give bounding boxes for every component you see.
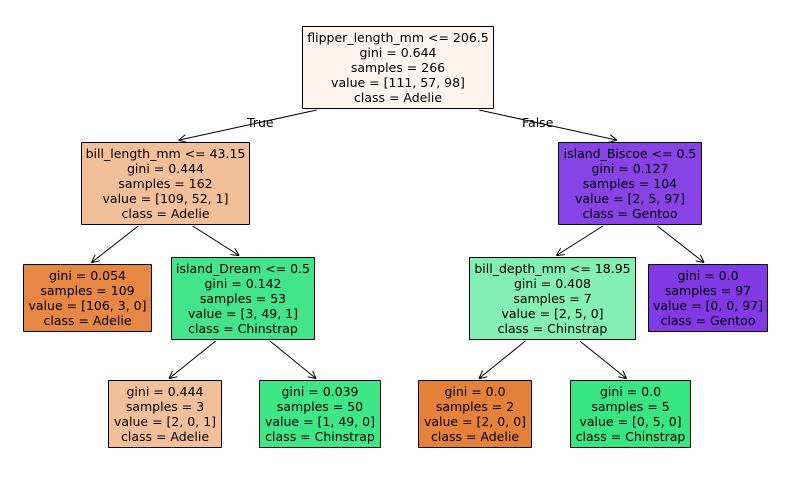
node-text-line: samples = 97 <box>664 283 752 298</box>
node-text-line: value = [109, 52, 1] <box>102 191 229 206</box>
node-text-line: value = [1, 49, 0] <box>264 414 376 429</box>
node-text-line: value = [3, 49, 1] <box>187 306 299 321</box>
node-text-line: bill_length_mm <= 43.15 <box>85 146 246 161</box>
node-text-line: value = [2, 5, 0] <box>501 306 604 321</box>
node-text-line: gini = 0.0 <box>599 384 662 399</box>
node-text-line: gini = 0.644 <box>359 45 437 60</box>
node-text-line: class = Chinstrap <box>188 321 298 336</box>
node-text-line: value = [0, 0, 97] <box>652 298 764 313</box>
edge-arrow-n2-n6 <box>656 225 703 262</box>
edge-arrow-n0-n2 <box>479 109 616 140</box>
node-text-line: gini = 0.408 <box>513 276 591 291</box>
node-text-line: class = Chinstrap <box>575 429 686 444</box>
node-text-line: value = [111, 57, 98] <box>331 75 465 90</box>
node-text-line: gini = 0.127 <box>591 161 669 176</box>
node-text-line: value = [2, 0, 0] <box>423 414 527 429</box>
node-text-line: samples = 5 <box>591 399 670 414</box>
node-text-line: class = Gentoo <box>660 313 756 328</box>
edge-label-false: False <box>522 115 554 130</box>
node-text-line: bill_depth_mm <= 18.95 <box>474 261 631 276</box>
edge-arrow-n1-n4 <box>192 225 239 255</box>
node-text-line: samples = 162 <box>118 176 213 191</box>
node-text-line: class = Adelie <box>121 206 210 221</box>
node-text-line: class = Gentoo <box>582 206 678 221</box>
node-text-line: gini = 0.0 <box>444 384 506 399</box>
node-text-line: island_Dream <= 0.5 <box>175 261 310 276</box>
node-text-line: class = Adelie <box>43 313 132 328</box>
edge-arrow-n2-n5 <box>557 225 604 255</box>
edge-arrow-n5-n9 <box>480 340 526 378</box>
node-text-line: class = Chinstrap <box>497 321 608 336</box>
node-text-line: gini = 0.054 <box>48 268 126 283</box>
node-text-line: gini = 0.444 <box>126 161 204 176</box>
node-text-line: samples = 104 <box>582 176 678 191</box>
node-text-line: value = [2, 0, 1] <box>113 414 217 429</box>
node-text-line: gini = 0.039 <box>281 384 359 399</box>
node-text-line: samples = 50 <box>276 399 364 414</box>
node-text-line: samples = 3 <box>125 399 205 414</box>
node-text-line: value = [106, 3, 0] <box>28 298 147 313</box>
edge-arrow-n0-n1 <box>179 109 317 140</box>
node-text-line: class = Chinstrap <box>265 429 375 444</box>
node-text-line: samples = 109 <box>40 283 135 298</box>
node-text-line: gini = 0.142 <box>204 276 282 291</box>
edge-arrow-n1-n3 <box>92 225 139 262</box>
node-text-line: value = [2, 5, 97] <box>574 191 686 206</box>
node-text-line: island_Biscoe <= 0.5 <box>563 146 697 161</box>
node-text-line: class = Adelie <box>430 429 520 444</box>
node-text-line: samples = 2 <box>435 399 515 414</box>
edge-arrow-n4-n8 <box>269 340 315 378</box>
node-text-line: flipper_length_mm <= 206.5 <box>307 30 489 45</box>
edge-label-true: True <box>247 115 274 130</box>
node-text-line: samples = 7 <box>513 291 592 306</box>
node-text-line: samples = 53 <box>199 291 287 306</box>
node-text-line: value = [0, 5, 0] <box>579 414 682 429</box>
edge-arrow-n5-n10 <box>579 340 626 378</box>
node-text-line: gini = 0.0 <box>677 268 739 283</box>
node-text-line: class = Adelie <box>120 429 210 444</box>
edge-arrow-n4-n7 <box>170 340 217 378</box>
node-text-line: samples = 266 <box>350 60 446 75</box>
node-text-line: class = Adelie <box>353 90 443 105</box>
node-text-line: gini = 0.444 <box>126 384 204 399</box>
